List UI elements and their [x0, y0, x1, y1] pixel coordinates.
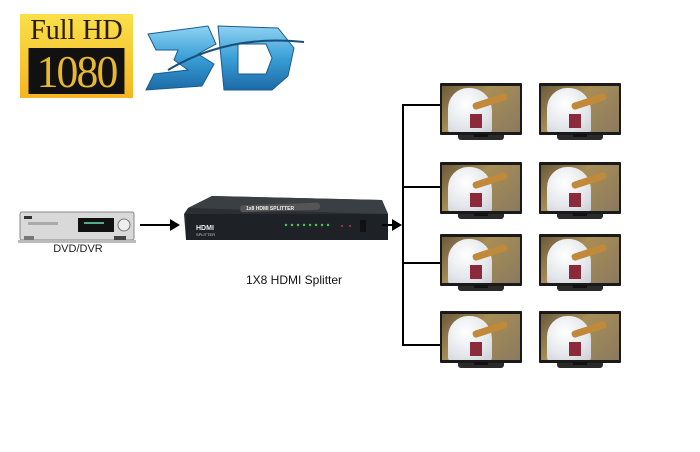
splitter-label: 1X8 HDMI Splitter: [246, 273, 343, 287]
full-hd-1080-badge: Full HD 1080: [20, 14, 133, 98]
tv-display: [440, 311, 522, 371]
full-hd-text: Full HD: [30, 15, 123, 46]
splitter-top-text: 1x8 HDMI SPLITTER: [246, 206, 294, 212]
branch-line: [402, 186, 440, 188]
hdmi-splitter-device: 1x8 HDMI SPLITTER HDMI SPLITTER: [184, 196, 388, 240]
tv-display: [440, 234, 522, 294]
resolution-text: 1080: [28, 48, 125, 96]
arrow-head-icon: [170, 219, 180, 231]
tv-display: [539, 311, 621, 371]
connector-line: [382, 224, 394, 226]
status-leds: [284, 223, 330, 227]
logo-3d-text: 3D: [139, 14, 141, 16]
branch-line: [402, 262, 440, 264]
3d-logo-icon: 3D: [139, 14, 305, 91]
splitter-brand-sub: SPLITTER: [196, 232, 215, 237]
tv-display: [539, 234, 621, 294]
connector-line: [140, 224, 172, 226]
dvd-player-icon: [18, 211, 136, 243]
splitter-brand-text: HDMI: [196, 225, 214, 232]
tv-display: [539, 83, 621, 143]
tv-display: [440, 162, 522, 222]
dvd-dvr-label: DVD/DVR: [53, 243, 103, 255]
arrow-head-icon: [392, 219, 402, 231]
distribution-bus-line: [402, 104, 404, 346]
branch-line: [402, 344, 440, 346]
tv-display: [539, 162, 621, 222]
tv-display: [440, 83, 522, 143]
branch-line: [402, 104, 440, 106]
